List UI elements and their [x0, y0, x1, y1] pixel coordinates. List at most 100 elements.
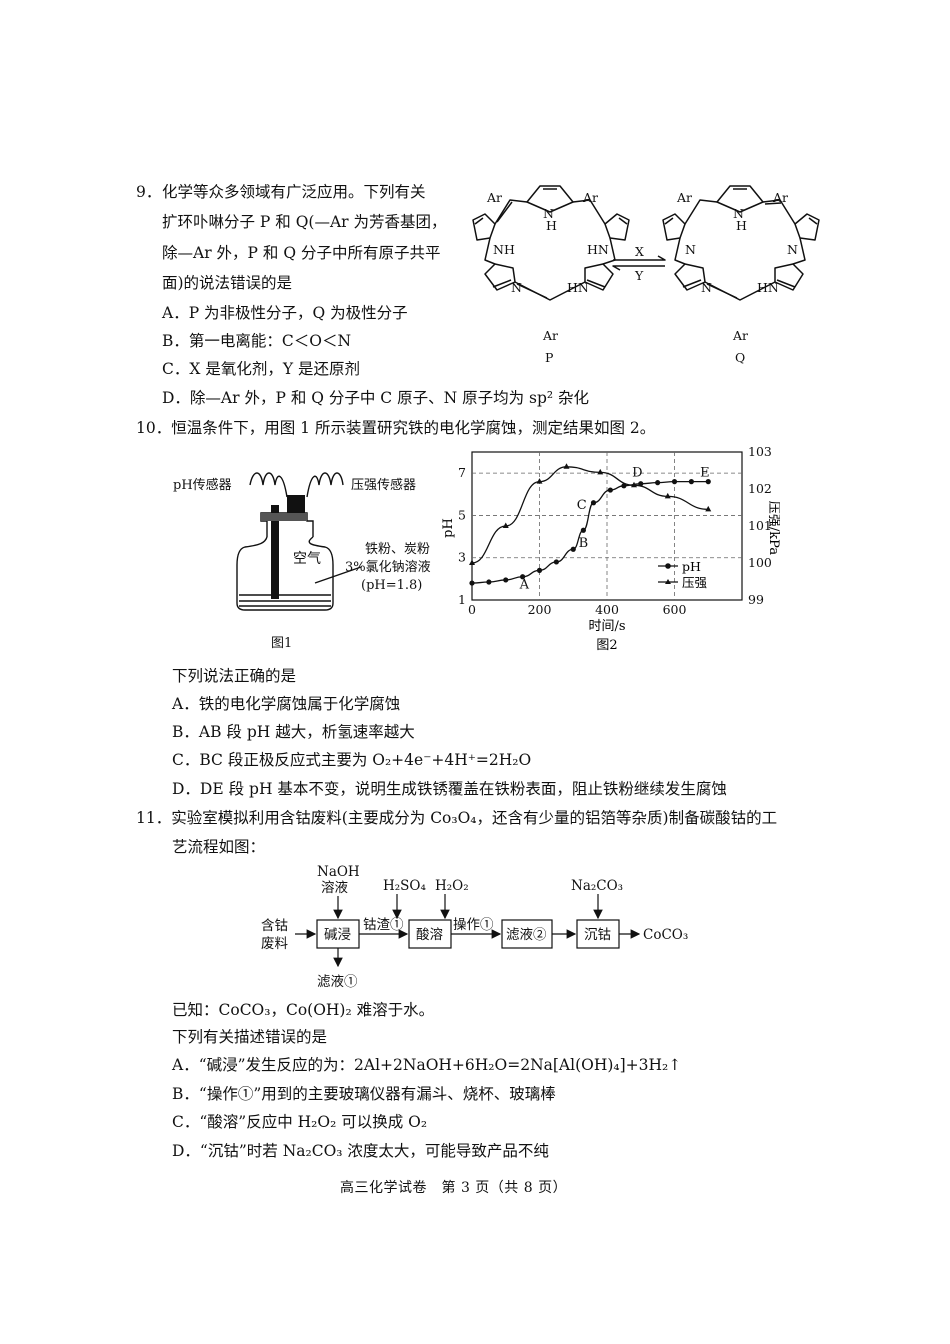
pressure-data-point: [536, 478, 543, 484]
q9-option-c: C．X 是氧化剂，Y 是还原剂: [162, 360, 360, 378]
y-tick-label: 5: [458, 507, 466, 522]
pressure-data-point: [597, 468, 604, 475]
x-axis-label: 时间/s: [588, 619, 625, 634]
box-precipitate-co-text: 沉钴: [584, 927, 611, 943]
q9-stem-line2: 扩环卟啉分子 P 和 Q(—Ar 为芳香基团，: [162, 213, 447, 231]
filtrate1-label: 滤液①: [317, 974, 358, 990]
q11-stem-line2: 艺流程如图：: [172, 838, 266, 856]
h2so4-label: H₂SO₄: [383, 878, 426, 894]
q9-option-a: A．P 为非极性分子，Q 为极性分子: [162, 304, 408, 322]
p-h-top: H: [546, 218, 557, 233]
q9-stem-line1: 化学等众多领域有广泛应用。下列有关: [162, 183, 426, 201]
ph-data-point: [638, 481, 644, 487]
p-hn-right: HN: [587, 242, 609, 257]
q9-option-d: D．除—Ar 外，P 和 Q 分子中 C 原子、N 原子均为 sp² 杂化: [162, 389, 590, 407]
legend-ph-marker: [665, 563, 671, 569]
p-nh-left: NH: [493, 242, 515, 257]
ph-data-point: [705, 479, 711, 485]
q-n-bottom-left: N: [701, 280, 712, 295]
air-label: 空气: [293, 551, 321, 567]
q-ar-top-right: Ar: [772, 190, 788, 205]
q-hn-bottom-right: HN: [757, 280, 779, 295]
h2o2-label: H₂O₂: [435, 878, 469, 894]
p-ar-top-left: Ar: [486, 190, 502, 205]
q-ar-top-left: Ar: [676, 190, 692, 205]
p-ar-bottom: Ar: [542, 328, 558, 343]
ph-data-point: [621, 483, 627, 489]
p-hn-bottom-right: HN: [567, 280, 589, 295]
feed-label-1: 含钴: [261, 918, 288, 934]
na2co3-label: Na₂CO₃: [571, 878, 623, 894]
ph-value-label: (pH=1.8): [361, 578, 422, 593]
ph-data-point: [503, 577, 509, 583]
p-label: P: [545, 350, 553, 365]
feed-label-2: 废料: [261, 936, 288, 952]
ph-data-point: [553, 559, 559, 565]
pressure-data-point: [705, 505, 712, 512]
q-h-top: H: [736, 218, 747, 233]
x-tick-label: 600: [663, 602, 687, 617]
pressure-data-point: [502, 522, 509, 528]
q10-option-a: A．铁的电化学腐蚀属于化学腐蚀: [172, 695, 401, 713]
porphyrin-figure: Ar Ar N H NH HN N HN Ar P X Y Ar Ar N H …: [472, 185, 820, 365]
ph-data-point: [469, 580, 475, 586]
q11-option-c: C．“酸溶”反应中 H₂O₂ 可以换成 O₂: [172, 1113, 428, 1131]
box-acid-dissolve-text: 酸溶: [416, 927, 443, 943]
y-tick-label: 3: [458, 550, 466, 565]
legend-pressure-marker: [665, 579, 671, 584]
q11-option-d: D．“沉钴”时若 Na₂CO₃ 浓度太大，可能导致产品不纯: [172, 1142, 549, 1160]
ph-data-point: [570, 546, 576, 552]
q-n-top: N: [733, 206, 744, 221]
y2-tick-label: 99: [748, 592, 764, 607]
flowchart: 含钴 废料 NaOH 溶液 碱浸 滤液① 钴渣① H₂SO₄ H₂O₂ 酸溶 操…: [261, 864, 688, 990]
q10-option-b: B．AB 段 pH 越大，析氢速率越大: [172, 723, 415, 741]
q11-stem-line1: 11．实验室模拟利用含钴废料(主要成分为 Co₃O₄，还含有少量的铝箔等杂质)制…: [136, 809, 778, 827]
pressure-data-point: [469, 559, 475, 565]
point-label: C: [577, 498, 587, 513]
figure1-apparatus: pH传感器 压强传感器 空气 铁粉、炭粉 3%氯化钠溶液 (pH=1.8) 图1: [173, 472, 431, 651]
x-tick-label: 0: [468, 602, 476, 617]
product-label: CoCO₃: [643, 927, 688, 943]
legend: pH 压强: [658, 559, 708, 590]
q9-option-b: B．第一电离能：C＜O＜N: [162, 332, 352, 350]
y-tick-label: 7: [458, 465, 466, 480]
operation-label: 操作①: [453, 917, 494, 933]
point-label: B: [579, 536, 589, 551]
q10-option-d: D．DE 段 pH 基本不变，说明生成铁锈覆盖在铁粉表面，阻止铁粉继续发生腐蚀: [172, 780, 727, 798]
naoh-label: NaOH: [317, 864, 360, 880]
point-label: E: [700, 465, 710, 480]
ph-data-point: [520, 574, 526, 580]
q-label: Q: [735, 350, 745, 365]
naoh-solution-label: 溶液: [321, 880, 348, 896]
p-n-bottom-left: N: [511, 280, 522, 295]
pressure-sensor-label: 压强传感器: [351, 477, 416, 493]
figure1-caption: 图1: [271, 636, 292, 651]
ph-data-point: [580, 527, 586, 533]
ph-data-point: [536, 567, 543, 573]
box-filtrate2-text: 滤液②: [506, 927, 547, 943]
residue-label: 钴渣①: [363, 917, 404, 933]
pressure-data-point: [664, 492, 671, 499]
figure2-caption: 图2: [596, 638, 617, 653]
arrow-y-label: Y: [634, 268, 644, 283]
y2-tick-label: 102: [748, 481, 772, 496]
legend-pressure-label: 压强: [682, 575, 708, 590]
ph-data-point: [590, 500, 597, 506]
p-n-top: N: [543, 206, 554, 221]
box-alkali-leach-text: 碱浸: [324, 927, 351, 943]
y2-axis-label: 压强/kPa: [766, 501, 780, 555]
ph-data-point: [607, 487, 613, 493]
x-tick-label: 200: [528, 602, 552, 617]
legend-ph-label: pH: [682, 559, 701, 574]
pressure-data-point: [631, 481, 637, 488]
ph-data-point: [486, 579, 492, 585]
q11-option-b: B．“操作①”用到的主要玻璃仪器有漏斗、烧杯、玻璃棒: [172, 1085, 556, 1103]
q11-question: 下列有关描述错误的是: [172, 1028, 328, 1046]
q-n-left: N: [685, 242, 696, 257]
q11-known: 已知：CoCO₃，Co(OH)₂ 难溶于水。: [172, 1001, 435, 1019]
y2-tick-label: 101: [748, 518, 772, 533]
arrow-x-label: X: [635, 244, 644, 259]
point-label: D: [632, 465, 642, 480]
point-label: A: [519, 577, 530, 592]
ph-data-point: [688, 479, 694, 485]
